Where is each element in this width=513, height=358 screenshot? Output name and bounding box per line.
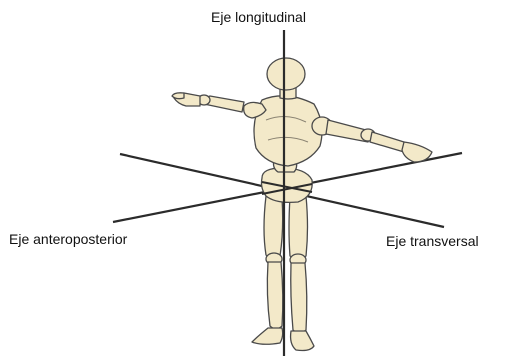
axis-label-transversal: Eje transversal: [386, 234, 479, 248]
left-arm: [172, 93, 266, 118]
right-leg: [289, 196, 314, 351]
mannequin-figure: [172, 58, 432, 351]
head: [267, 58, 305, 90]
right-arm: [312, 117, 432, 162]
axis-label-anteroposterior: Eje anteroposterior: [9, 232, 127, 246]
axis-label-longitudinal: Eje longitudinal: [211, 10, 306, 24]
left-leg: [252, 196, 283, 344]
